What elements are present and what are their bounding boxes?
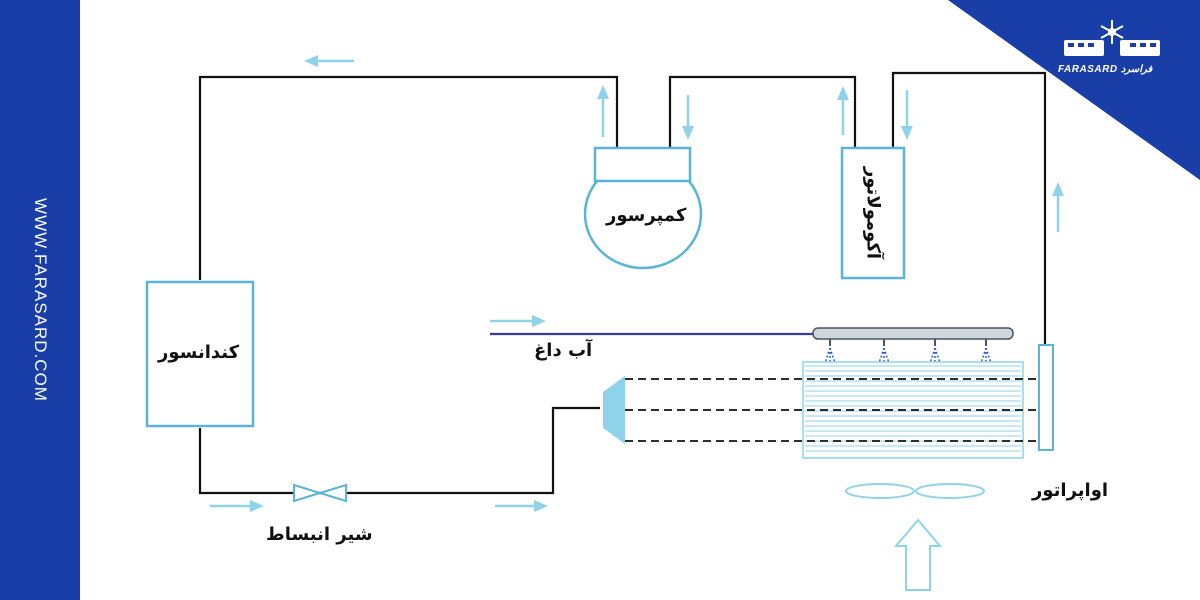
evaporator-label: اواپراتور bbox=[1032, 480, 1109, 501]
spray-nozzle-icon bbox=[928, 339, 942, 367]
refrigerant-piping bbox=[198, 71, 1047, 495]
condenser-label: کندانسور bbox=[158, 342, 240, 363]
pipe-compressor-to-accumulator bbox=[668, 75, 857, 148]
compressor-shape bbox=[583, 146, 703, 270]
condenser-box bbox=[145, 280, 255, 428]
distributor-tubes bbox=[625, 378, 1039, 442]
accumulator-box bbox=[840, 146, 906, 280]
compressor-label: کمپرسور bbox=[606, 205, 687, 226]
pipe-condenser-to-expansion bbox=[198, 406, 600, 495]
logo-script: فراسرد bbox=[1120, 64, 1153, 75]
fan-icon bbox=[845, 483, 985, 499]
hot-water-label: آب داغ bbox=[534, 340, 593, 361]
expansion-valve-label: شیر انبساط bbox=[266, 524, 373, 545]
spray-nozzle-icon bbox=[979, 339, 993, 367]
spray-nozzle-icon bbox=[823, 339, 837, 367]
pipe-condenser-to-compressor bbox=[198, 75, 619, 280]
snowflake-icon bbox=[1100, 20, 1124, 44]
expansion-valve-icon bbox=[293, 483, 347, 503]
spray-header bbox=[812, 327, 1014, 367]
logo-emblem-icon bbox=[1064, 40, 1160, 56]
airflow-arrow-icon bbox=[893, 518, 943, 591]
flow-arrow-icons bbox=[210, 55, 1064, 512]
side-banner: WWW.FARASARD.COM bbox=[0, 0, 80, 600]
evaporator-header bbox=[1038, 344, 1054, 451]
logo-text: FARASARD bbox=[1058, 64, 1118, 75]
coil-fins bbox=[805, 365, 1021, 452]
pipe-accumulator-to-evaporator bbox=[891, 71, 1047, 345]
logo-wordmark: FARASARD فراسرد bbox=[1058, 64, 1152, 75]
spray-nozzle-icon bbox=[877, 339, 891, 367]
distributor-icon bbox=[603, 376, 625, 444]
accumulator-label: آکومولاتور bbox=[862, 166, 884, 260]
